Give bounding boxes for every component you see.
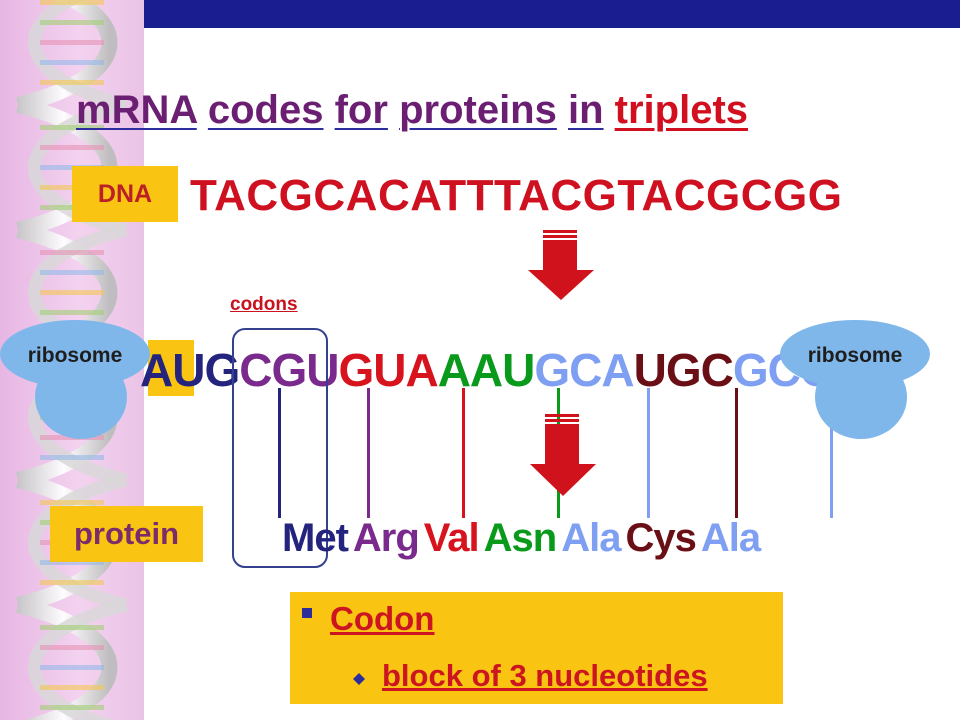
helix-base-pair — [40, 40, 104, 45]
helix-base-pair — [40, 665, 104, 670]
title-word-for: for — [334, 88, 388, 132]
helix-base-pair — [40, 580, 104, 585]
mrna-codon: GUA — [338, 344, 438, 396]
helix-strand — [28, 598, 128, 720]
helix-base-pair — [40, 250, 104, 255]
down-arrow-icon — [528, 230, 594, 300]
ribosome-label: ribosome — [27, 344, 123, 367]
connector-line — [278, 388, 281, 518]
amino-acid: Ala — [700, 516, 761, 560]
helix-base-pair — [40, 705, 104, 710]
helix-base-pair — [40, 685, 104, 690]
mrna-codon: GCA — [534, 344, 634, 396]
helix-base-pair — [40, 310, 104, 315]
helix-base-pair — [40, 145, 104, 150]
codons-label: codons — [230, 294, 298, 315]
helix-base-pair — [40, 60, 104, 65]
helix-strand — [28, 473, 128, 612]
title-word-triplets: triplets — [614, 88, 749, 132]
amino-acid: Val — [423, 516, 480, 560]
ribosome-right: ribosome — [780, 320, 930, 442]
connector-line — [462, 388, 465, 518]
amino-acid: Asn — [483, 516, 558, 560]
helix-base-pair — [40, 125, 104, 130]
title-word-in: in — [567, 88, 604, 132]
square-bullet-icon — [302, 608, 312, 618]
mrna-codon: UGC — [633, 344, 734, 396]
mrna-codon: AUG — [140, 344, 240, 396]
helix-strand — [16, 0, 118, 113]
connector-line — [735, 388, 738, 518]
ribosome-shape — [780, 320, 930, 439]
mrna-codon: CGU — [239, 344, 339, 396]
ribosome-left: ribosome — [0, 320, 150, 442]
helix-base-pair — [40, 625, 104, 630]
down-arrow-icon — [530, 414, 596, 496]
codon-term: Codon — [330, 600, 435, 637]
helix-base-pair — [40, 500, 104, 505]
helix-base-pair — [40, 270, 104, 275]
dna-sequence: TACGCACATTTACGTACGCGG — [190, 171, 843, 220]
mrna-sequence: AUGCGUGUAAAUGCAUGCGCG — [140, 342, 836, 398]
helix-base-pair — [40, 645, 104, 650]
title-word-proteins: proteins — [399, 88, 557, 132]
slide-title: mRNA codes for proteins in triplets — [76, 86, 748, 134]
helix-base-pair — [40, 290, 104, 295]
helix-base-pair — [40, 80, 104, 85]
connector-line — [367, 388, 370, 518]
mrna-codon: AAU — [437, 344, 536, 396]
connector-line — [830, 388, 833, 518]
codon-definition: block of 3 nucleotides — [382, 658, 708, 693]
codon-highlight-box — [232, 328, 328, 568]
amino-acid: Arg — [352, 516, 420, 560]
title-word-codes: codes — [207, 88, 324, 132]
mrna-label-box — [148, 340, 194, 396]
diamond-bullet-icon — [353, 673, 365, 685]
amino-acid: Ala — [561, 516, 621, 560]
helix-base-pair — [40, 560, 104, 565]
amino-acid: Met — [282, 516, 349, 560]
protein-label: protein — [50, 506, 203, 562]
dna-label: DNA — [72, 166, 178, 222]
ribosome-label: ribosome — [807, 344, 903, 367]
connector-line — [647, 388, 650, 518]
codon-definition-box: Codon block of 3 nucleotides — [290, 592, 783, 704]
top-banner-bar — [144, 0, 960, 28]
ribosome-shape — [0, 320, 150, 439]
helix-base-pair — [40, 20, 104, 25]
helix-strand — [28, 0, 128, 112]
amino-acid: Cys — [625, 516, 696, 560]
title-word-mrna: mRNA — [76, 88, 197, 132]
helix-base-pair — [40, 455, 104, 460]
helix-base-pair — [40, 0, 104, 5]
helix-strand — [16, 597, 118, 720]
